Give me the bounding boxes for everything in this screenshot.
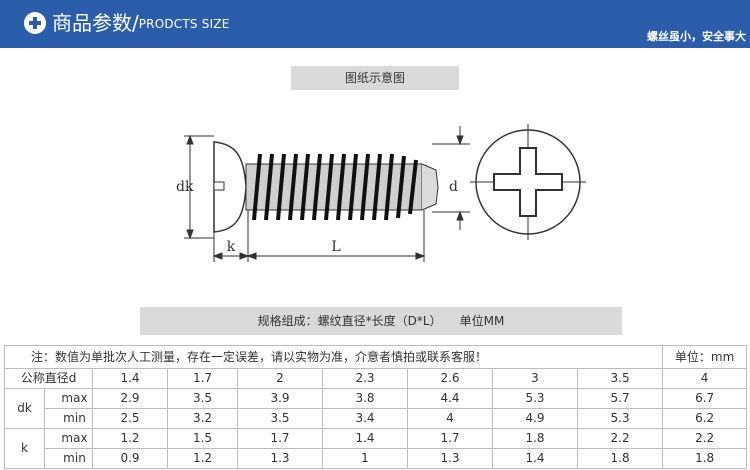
section-title-cn: 商品参数: [52, 11, 132, 35]
table-cell: 3.2: [167, 408, 238, 429]
dk-group-label: dk: [4, 388, 45, 429]
table-cell: 2.9: [92, 388, 168, 409]
table-cell: 3.9: [237, 388, 323, 409]
k-arrow-left: [212, 252, 223, 260]
table-cell: 3.4: [322, 408, 408, 429]
screw-drawing: dk d k L: [176, 124, 586, 262]
table-cell: 4.4: [407, 388, 493, 409]
sub-label: min: [44, 448, 93, 469]
k-arrow-right: [239, 252, 250, 260]
table-row-dk-max: dk max 2.9 3.5 3.9 3.8 4.4 5.3 5.7 6.7: [4, 388, 748, 429]
l-arrow-left: [246, 252, 257, 260]
label-dk: dk: [176, 179, 194, 195]
table-cell: 1.8: [492, 428, 578, 449]
diameter-label: 公称直径d: [4, 368, 93, 389]
section-title: 商品参数/PRODCTS SIZE: [52, 10, 230, 37]
table-cell: 2.5: [92, 408, 168, 429]
table-cell: 1.5: [167, 428, 238, 449]
table-cell: 2.2: [662, 428, 748, 449]
table-cell: 1.7: [237, 428, 323, 449]
table-cell: 1.3: [407, 448, 493, 469]
table-cell: 2.2: [576, 428, 664, 449]
unit-label: 单位：mm: [662, 345, 748, 369]
diameter-cell: 3.5: [576, 368, 664, 389]
table-row-k-min: min 0.9 1.2 1.3 1 1.3 1.4 1.8 1.8: [5, 448, 748, 469]
section-title-en: PRODCTS SIZE: [138, 17, 230, 31]
slogan-text: 螺丝虽小，安全事大: [647, 30, 746, 43]
sub-label: max: [44, 388, 93, 409]
table-cell: 3.8: [322, 388, 408, 409]
table-cell: 5.3: [576, 408, 664, 429]
sub-label: max: [44, 428, 93, 449]
table-cell: 1.4: [322, 428, 408, 449]
table-cell: 1.3: [237, 448, 323, 469]
table-cell: 1.8: [576, 448, 664, 469]
diameter-cell: 2: [237, 368, 323, 389]
thread-pattern: [252, 153, 418, 221]
plus-circle-icon: [24, 12, 46, 34]
k-group-label: k: [4, 428, 45, 469]
table-cell: 4: [407, 408, 493, 429]
table-cell: 6.7: [662, 388, 748, 409]
diameter-cell: 1.4: [92, 368, 168, 389]
dk-arrow-bottom: [186, 229, 194, 240]
spec-caption: 规格组成：螺纹直径*长度（D*L） 单位MM: [140, 307, 622, 335]
table-cell: 1.7: [407, 428, 493, 449]
diameter-cell: 3: [492, 368, 578, 389]
screw-shank: [245, 163, 423, 211]
table-cell: 5.7: [576, 388, 664, 409]
note-text: 注：数值为单批次人工测量，存在一定误差，请以实物为准，介意者慎拍或联系客服！: [3, 345, 664, 369]
d-arrow-top: [456, 135, 464, 146]
diameter-cell: 4: [662, 368, 748, 389]
note-row: 注：数值为单批次人工测量，存在一定误差，请以实物为准，介意者慎拍或联系客服！ 单…: [3, 345, 748, 369]
table-cell: 5.3: [492, 388, 578, 409]
table-cell: 1.2: [167, 448, 238, 469]
table-row-k-max: k max 1.2 1.5 1.7 1.4 1.7 1.8 2.2 2.2: [4, 428, 748, 469]
section-title-slash: /: [132, 11, 139, 35]
table-cell: 1.2: [92, 428, 168, 449]
table-cell: 1.4: [492, 448, 578, 469]
table-cell: 3.5: [167, 388, 238, 409]
table-cell: 3.5: [237, 408, 323, 429]
dk-arrow-top: [186, 134, 194, 145]
diameter-cell: 1.7: [167, 368, 238, 389]
table-row-diameter: 公称直径d 1.4 1.7 2 2.3 2.6 3 3.5 4: [4, 368, 748, 389]
table-cell: 6.2: [662, 408, 748, 429]
table-cell: 0.9: [92, 448, 168, 469]
table-cell: 4.9: [492, 408, 578, 429]
size-table: 注：数值为单批次人工测量，存在一定误差，请以实物为准，介意者慎拍或联系客服！ 单…: [3, 345, 748, 469]
l-arrow-right: [415, 252, 426, 260]
diameter-cell: 2.6: [407, 368, 493, 389]
d-arrow-bottom: [456, 210, 464, 221]
phillips-cross-icon: [493, 147, 563, 217]
diameter-cell: 2.3: [322, 368, 408, 389]
label-l: L: [331, 239, 340, 255]
table-cell: 1: [322, 448, 408, 469]
table-row-dk-min: min 2.5 3.2 3.5 3.4 4 4.9 5.3 6.2: [5, 408, 748, 429]
screw-tip: [421, 163, 439, 211]
sub-label: min: [44, 408, 93, 429]
table-cell: 1.8: [662, 448, 748, 469]
head-slot: [213, 181, 225, 191]
label-d: d: [449, 179, 458, 195]
drawing-caption: 图纸示意图: [291, 66, 459, 90]
header-banner: 商品参数/PRODCTS SIZE 螺丝虽小，安全事大: [0, 0, 750, 48]
label-k: k: [227, 239, 236, 255]
